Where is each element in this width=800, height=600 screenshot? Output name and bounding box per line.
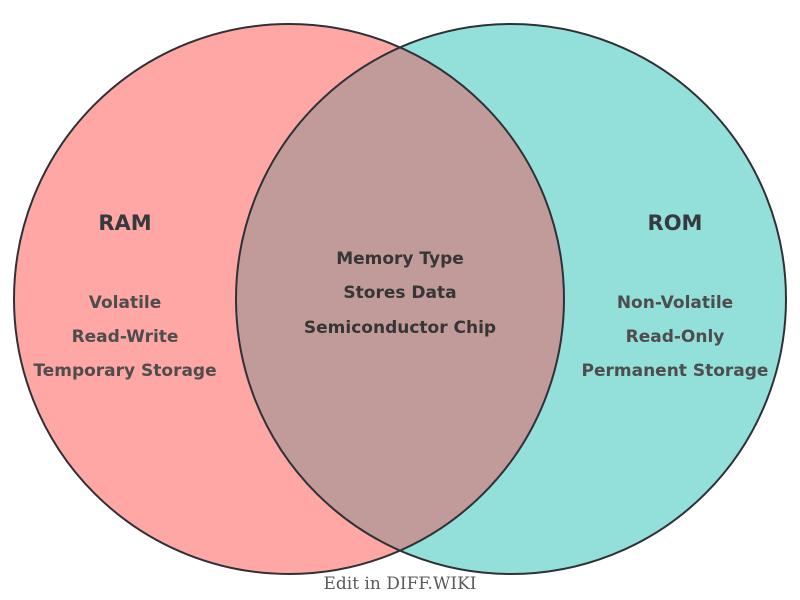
intersection-item-memory-type: Memory Type (336, 249, 464, 269)
rom-circle-outline (235, 23, 787, 575)
ram-item-temporary-storage: Temporary Storage (33, 361, 216, 381)
rom-item-non-volatile: Non-Volatile (617, 293, 733, 313)
rom-title: ROM (648, 211, 703, 235)
ram-circle-outline (13, 23, 565, 575)
intersection-item-stores-data: Stores Data (343, 283, 456, 303)
ram-item-read-write: Read-Write (72, 327, 179, 347)
edit-link[interactable]: Edit in DIFF.WIKI (323, 574, 476, 594)
intersection-region (236, 47, 564, 551)
rom-item-permanent-storage: Permanent Storage (582, 361, 769, 381)
ram-title: RAM (98, 211, 151, 235)
ram-item-volatile: Volatile (89, 293, 162, 313)
rom-item-read-only: Read-Only (626, 327, 725, 347)
intersection-item-semiconductor-chip: Semiconductor Chip (304, 318, 496, 338)
